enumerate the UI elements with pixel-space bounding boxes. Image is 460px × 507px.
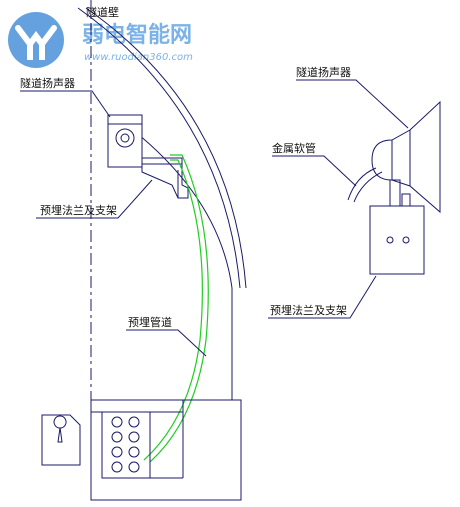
cable-5 xyxy=(111,446,123,458)
cable-tray xyxy=(90,399,242,501)
right-speaker xyxy=(371,100,441,214)
right-bracket-post xyxy=(389,179,401,207)
cable-4 xyxy=(128,431,140,443)
label-hose: 金属软管 xyxy=(272,141,316,155)
label-tunnel-wall: 隧道壁 xyxy=(86,5,119,19)
right-bracket-clamp xyxy=(401,193,411,207)
cable-3 xyxy=(111,431,123,443)
leader-right-speaker xyxy=(296,79,409,129)
tray-lid xyxy=(90,399,184,413)
label-right-speaker: 隧道扬声器 xyxy=(296,65,351,79)
hose-line-a xyxy=(347,167,377,201)
leader-left-speaker xyxy=(20,90,111,118)
watermark-logo xyxy=(8,12,64,68)
tunnel-wall-mid xyxy=(77,7,241,289)
watermark-title: 弱电智能网 xyxy=(82,22,192,48)
hose-line-b xyxy=(353,171,383,203)
leader-conduit xyxy=(126,329,207,357)
cable-7 xyxy=(111,461,123,473)
left-speaker-box xyxy=(107,114,143,168)
conduit-outer xyxy=(149,154,209,463)
side-hook-slot xyxy=(53,415,67,443)
logo-stem xyxy=(27,44,45,60)
cable-2 xyxy=(128,416,140,428)
tray-outline xyxy=(90,399,242,501)
watermark-url: www.ruodian360.com xyxy=(84,52,193,63)
conduit-inner xyxy=(143,159,203,461)
logo-mark xyxy=(15,25,57,49)
tunnel-wall-inner xyxy=(132,129,233,289)
tunnel-wall-outer xyxy=(85,7,247,289)
horn-body xyxy=(371,100,441,214)
right-flange-box xyxy=(369,205,425,275)
side-hook-outline xyxy=(41,414,81,466)
left-speaker-cone xyxy=(115,128,135,148)
leader-left-bracket xyxy=(36,179,153,219)
left-bracket-body xyxy=(141,157,189,199)
leader-hose xyxy=(272,155,357,187)
left-speaker xyxy=(107,114,143,168)
cable-1 xyxy=(111,416,123,428)
label-left-bracket: 预埋法兰及支架 xyxy=(40,203,117,217)
label-right-bracket: 预埋法兰及支架 xyxy=(270,303,347,317)
cable-8 xyxy=(128,461,140,473)
cable-6 xyxy=(128,446,140,458)
label-conduit: 预埋管道 xyxy=(128,315,172,329)
leader-right-bracket xyxy=(268,275,377,319)
flange-bolt-2 xyxy=(402,236,410,244)
tray-cable-box xyxy=(101,411,151,479)
right-bracket xyxy=(369,179,425,275)
label-left-speaker: 隧道扬声器 xyxy=(20,76,75,90)
left-bracket xyxy=(141,157,189,199)
flange-bolt-1 xyxy=(386,236,394,244)
left-speaker-center xyxy=(120,133,130,143)
